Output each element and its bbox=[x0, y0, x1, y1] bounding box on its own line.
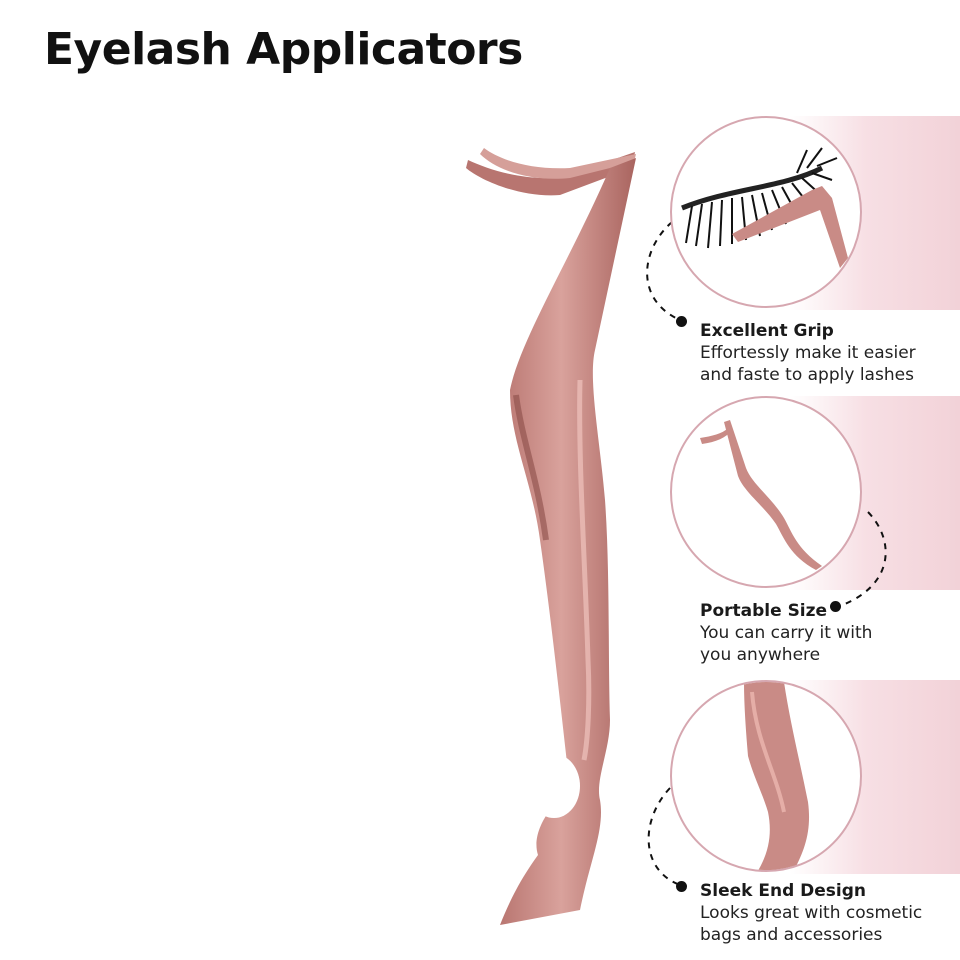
curved-end-icon bbox=[744, 682, 809, 870]
feature-excellent-grip: Excellent Grip Effortessly make it easie… bbox=[700, 320, 960, 386]
feature-title: Sleek End Design bbox=[700, 881, 867, 901]
feature-description: You can carry it with you anywhere bbox=[700, 623, 873, 665]
curved-end-closeup-image bbox=[670, 680, 862, 872]
feature-dot-3 bbox=[676, 881, 687, 892]
feature-dot-1 bbox=[676, 316, 687, 327]
feature-description: Effortessly make it easier and faste to … bbox=[700, 343, 916, 385]
feature-portable-size: Portable Size You can carry it with you … bbox=[700, 600, 960, 666]
feature-title: Portable Size bbox=[700, 601, 828, 621]
page-title: Eyelash Applicators bbox=[44, 24, 523, 75]
feature-dot-2 bbox=[830, 601, 841, 612]
applicator-icon bbox=[700, 420, 822, 570]
feature-description: Looks great with cosmetic bags and acces… bbox=[700, 903, 923, 945]
feature-sleek-end-design: Sleek End Design Looks great with cosmet… bbox=[700, 880, 960, 946]
applicator-product-image bbox=[466, 148, 636, 925]
feature-title: Excellent Grip bbox=[700, 321, 834, 341]
lash-closeup-image bbox=[670, 116, 862, 308]
applicator-miniature-image bbox=[670, 396, 862, 588]
eyelash-icon bbox=[681, 147, 848, 268]
